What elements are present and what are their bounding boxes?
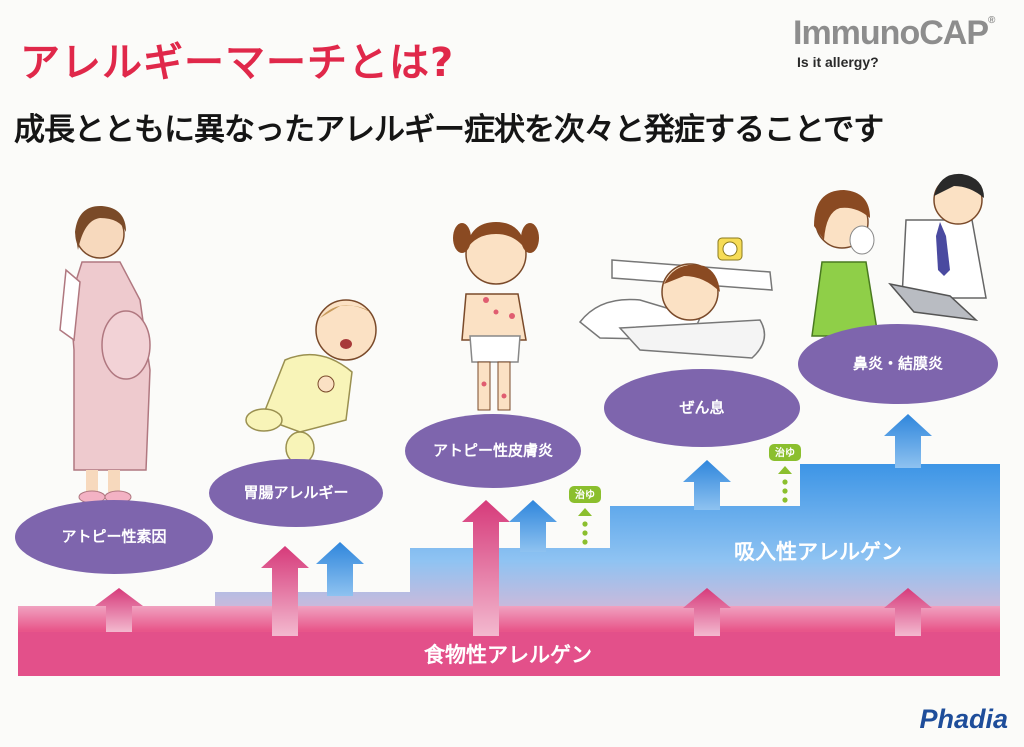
immunocap-logo: ImmunoCAP® Is it allergy?	[793, 14, 995, 71]
blue-arrow	[316, 542, 364, 596]
inhalant-allergen-band	[215, 464, 1000, 640]
rhinitis-adults-illustration	[811, 173, 987, 337]
stage-atopic-predisposition: アトピー性素因	[15, 500, 213, 574]
svg-text:治ゆ: 治ゆ	[775, 446, 795, 459]
blue-arrow	[884, 414, 932, 468]
pregnant-woman-illustration	[59, 205, 151, 504]
stage-label: 鼻炎・結膜炎	[853, 355, 943, 373]
logo-registered-mark: ®	[988, 15, 995, 26]
logo-name: ImmunoCAP	[793, 14, 989, 52]
logo-tagline: Is it allergy?	[797, 54, 879, 70]
stage-gastrointestinal-allergy: 胃腸アレルギー	[209, 459, 383, 527]
phadia-brand: Phadia	[919, 704, 1008, 734]
healing-badge: 治ゆ	[769, 444, 801, 503]
subtitle: 成長とともに異なったアレルギー症状を次々と発症することです	[14, 112, 884, 148]
stage-label: ぜん息	[679, 399, 724, 417]
stage-label: 胃腸アレルギー	[243, 484, 348, 502]
pink-arrow	[884, 588, 932, 636]
pink-arrow	[462, 500, 510, 636]
food-band-base	[18, 632, 1000, 676]
stage-asthma: ぜん息	[604, 369, 800, 447]
inhalant-allergen-label: 吸入性アレルゲン	[734, 540, 902, 564]
svg-text:治ゆ: 治ゆ	[575, 488, 595, 501]
stage-rhinitis-conjunctivitis: 鼻炎・結膜炎	[798, 324, 998, 404]
healing-badge: 治ゆ	[569, 486, 601, 545]
stage-atopic-dermatitis: アトピー性皮膚炎	[405, 414, 581, 488]
title: アレルギーマーチとは?	[20, 40, 455, 86]
pink-arrow	[683, 588, 731, 636]
stage-label: アトピー性皮膚炎	[433, 442, 553, 460]
girl-eczema-illustration	[453, 222, 539, 411]
blue-arrow	[509, 500, 557, 552]
blue-arrow	[683, 460, 731, 510]
crying-baby-illustration	[245, 299, 377, 465]
pink-arrow	[95, 588, 143, 632]
food-allergen-label: 食物性アレルゲン	[424, 643, 592, 667]
asthma-child-illustration	[578, 237, 773, 359]
pink-arrow	[261, 546, 309, 636]
stage-label: アトピー性素因	[61, 528, 166, 546]
